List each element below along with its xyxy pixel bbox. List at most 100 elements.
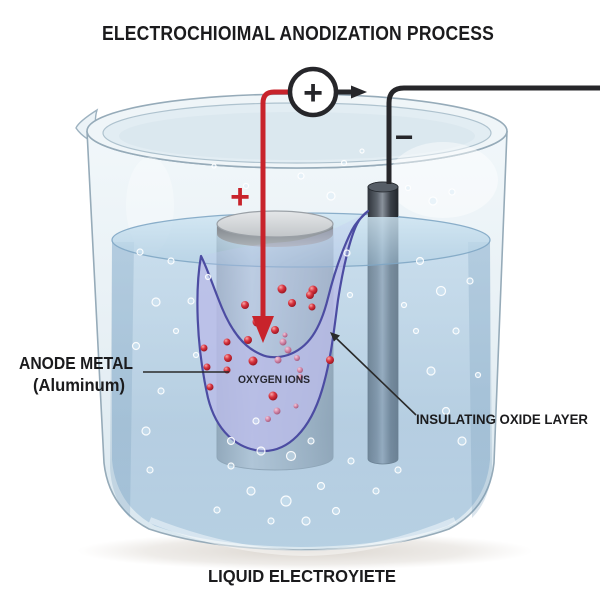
glass-bottom-highlight <box>148 517 457 557</box>
oxygen-ion <box>282 332 288 338</box>
oxide-leader-arrowhead <box>330 332 340 342</box>
glass-highlight-right <box>388 142 498 218</box>
oxygen-ion <box>288 299 296 307</box>
anode-label-line1: ANODE METAL <box>19 353 133 373</box>
oxygen-ion <box>273 407 281 415</box>
bubble <box>285 450 297 462</box>
oxygen-ion <box>274 356 282 364</box>
anode-label-line2: (Aluminum) <box>33 375 125 395</box>
water-edge-left <box>110 242 134 518</box>
bubble <box>441 406 451 416</box>
oxygen-ion <box>293 403 299 409</box>
bubble <box>474 371 482 379</box>
oxygen-ion <box>306 291 314 299</box>
bubble <box>343 249 351 257</box>
bubble <box>242 182 250 190</box>
anode-label: ANODE METAL (Aluminum) <box>19 353 229 395</box>
bubble <box>213 506 221 514</box>
oxygen-ion <box>277 284 287 294</box>
anode-plus-symbol: + <box>230 178 250 216</box>
oxygen-ion <box>308 303 316 311</box>
bubble <box>426 366 436 376</box>
bubble <box>280 495 292 507</box>
anode-top-disc <box>216 210 334 247</box>
oxygen-ion <box>265 416 271 422</box>
bubble <box>297 172 305 180</box>
bubble <box>192 351 200 359</box>
bubble <box>394 466 402 474</box>
diagram-title: ELECTROCHIOIMAL ANODIZATION PROCESS <box>102 23 494 45</box>
bubble <box>267 517 275 525</box>
oxide-label-text: INSULATING OXIDE LAYER <box>416 412 588 427</box>
oxygen-ion <box>203 363 211 371</box>
oxide-leader-line <box>335 337 417 416</box>
bubble <box>246 486 256 496</box>
bubble <box>136 248 144 256</box>
oxygen-ion <box>244 336 252 344</box>
bubble <box>404 184 412 192</box>
bubble <box>316 481 326 491</box>
bubble <box>346 291 354 299</box>
cathode-minus-symbol: − <box>395 119 414 155</box>
oxygen-ion <box>279 338 287 346</box>
bubble <box>146 466 154 474</box>
bubble <box>226 436 236 446</box>
power-source-circle <box>287 66 339 118</box>
bubble <box>326 191 336 201</box>
oxygen-ion <box>326 356 334 364</box>
oxygen-ion <box>297 374 303 380</box>
bubble <box>307 437 315 445</box>
anode-wire-red <box>260 89 291 318</box>
bubble <box>141 426 151 436</box>
cathode-wire-black <box>386 85 600 184</box>
bubble <box>359 148 365 154</box>
bubble <box>131 341 141 351</box>
bubble <box>151 297 161 307</box>
bubble <box>415 256 425 266</box>
water-edge-right <box>468 242 492 518</box>
oxygen-ion <box>223 338 231 346</box>
bubble <box>204 273 212 281</box>
beaker-shadow <box>77 532 533 570</box>
oxygen-ion <box>284 346 292 354</box>
bubble <box>331 506 341 516</box>
oxygen-ion <box>200 344 208 352</box>
bubble <box>412 327 420 335</box>
bubble <box>301 516 311 526</box>
bubble <box>448 188 456 196</box>
insulating-oxide-layer <box>196 209 370 453</box>
oxygen-ion <box>241 301 249 309</box>
bubble <box>347 457 355 465</box>
bubble <box>256 446 266 456</box>
oxygen-ion <box>206 383 214 391</box>
oxygen-ions-label: OXYGEN IONS <box>238 374 310 386</box>
bubble <box>428 196 438 206</box>
beaker-rim-inner-shade <box>119 112 475 160</box>
oxygen-ion <box>294 355 300 361</box>
electrolyte-label: LIQUID ELECTROYIETE <box>208 566 396 586</box>
bubble <box>435 285 447 297</box>
bubble <box>252 417 260 425</box>
bubble <box>400 301 408 309</box>
bubble <box>466 277 474 285</box>
bubble <box>187 297 195 305</box>
oxygen-ion <box>271 326 279 334</box>
oxide-inner-tint <box>201 211 368 358</box>
oxygen-ion <box>297 367 303 373</box>
bubble <box>340 159 348 167</box>
power-source-plus: + <box>303 74 323 112</box>
bubble <box>457 436 467 446</box>
bubble <box>157 387 165 395</box>
current-arrowhead <box>252 316 274 343</box>
bubble <box>372 487 380 495</box>
bubble <box>172 327 180 335</box>
current-direction-arrowhead <box>351 85 367 99</box>
cathode-top <box>367 181 399 217</box>
bubbles-group <box>131 148 482 526</box>
oxygen-ion <box>224 354 232 362</box>
oxygen-ion <box>268 391 278 401</box>
bubble <box>211 163 217 169</box>
bubble <box>452 327 460 335</box>
